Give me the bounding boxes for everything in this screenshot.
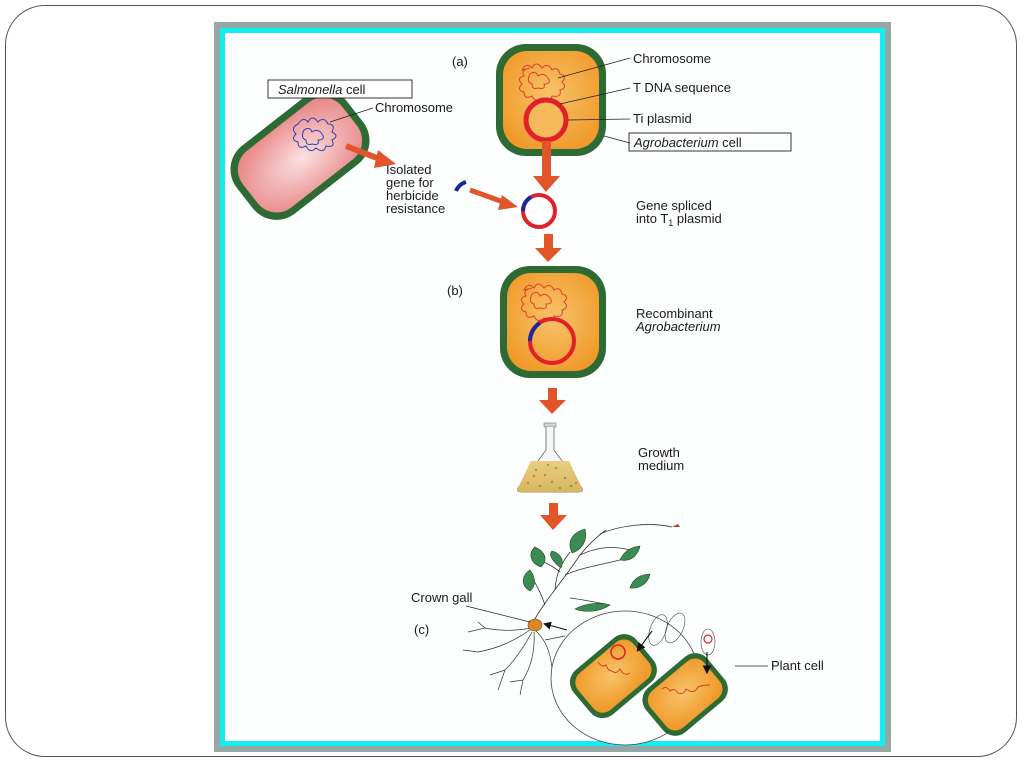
label-growth: Growth: [638, 445, 680, 460]
arrow-into-plant-cell-left: [636, 630, 653, 652]
plant-roots: [462, 621, 566, 696]
recombinant-chromosome: [520, 283, 568, 322]
label-gene-spliced-line1: Gene spliced: [636, 198, 712, 213]
herbicide-gene-fragment: [454, 180, 467, 192]
leader-chromosome-salmonella: [329, 107, 374, 123]
crown-gall: [527, 618, 543, 632]
plant-bud: [672, 524, 680, 527]
bacteria-sac: [664, 612, 686, 644]
spliced-gene-segment: [520, 195, 533, 212]
leaf: [569, 528, 587, 554]
label-isolated-gene-line3: herbicide: [386, 188, 439, 203]
label-recombinant-agrobacterium: Agrobacterium: [635, 319, 721, 334]
panel-a: (a) Chromosome T DNA sequence Ti plasmid…: [230, 44, 792, 229]
plant-leaves: [522, 528, 651, 612]
agrobacterium-label-box: [628, 132, 792, 152]
label-plant-cell: Plant cell: [771, 658, 824, 673]
label-ti-plasmid: Ti plasmid: [633, 111, 692, 126]
label-isolated-gene-line4: resistance: [386, 201, 445, 216]
panel-b: (b) Recombinant Agrobacterium: [447, 266, 721, 493]
recombinant-chromosome-coil: [529, 291, 552, 309]
arrow-gene-to-plasmid: [469, 187, 518, 210]
panel-b-tag: (b): [447, 283, 463, 298]
agrobacterium-chromosome: [518, 63, 566, 102]
leaf: [522, 569, 535, 592]
leaf: [530, 546, 546, 568]
arrow-recombinant-to-flask: [539, 388, 566, 414]
sac-plasmid: [703, 634, 713, 644]
label-tdna-sequence: T DNA sequence: [633, 80, 731, 95]
leaf: [629, 573, 651, 589]
salmonella-cytoplasm: [237, 97, 363, 213]
label-agrobacterium-cell: Agrobacterium cell: [633, 135, 742, 150]
salmonella-chromosome: [292, 117, 337, 152]
recombinant-gene-segment: [528, 321, 542, 342]
flask-rim: [543, 422, 557, 428]
leaf: [619, 545, 641, 561]
label-medium: medium: [638, 458, 684, 473]
leader-agro-cell: [603, 135, 631, 144]
label-recombinant: Recombinant: [636, 306, 713, 321]
label-crown-gall: Crown gall: [411, 590, 473, 605]
plant-stems: [529, 524, 673, 625]
leader-crown-gall: [465, 605, 531, 623]
panel-a-tag: (a): [452, 54, 468, 69]
label-gene-spliced-line2: into T1 plasmid: [636, 211, 722, 228]
leader-chromosome: [557, 57, 631, 79]
plant-cell-dna-left: [597, 661, 631, 675]
plant-cell-left: [569, 634, 657, 719]
plant-cell-dna-right: [661, 684, 711, 694]
flask-medium-speckles: [526, 463, 578, 490]
growth-medium-flask: [517, 422, 583, 493]
arrow-to-crown-gall: [543, 621, 568, 631]
leader-tdna: [559, 87, 631, 105]
bacteria-sac: [700, 628, 716, 656]
arrow-plasmid-to-recombinant: [535, 234, 562, 262]
arrow-flask-to-plant: [540, 503, 567, 530]
plant-cell-plasmid: [610, 644, 626, 660]
label-chromosome-agro: Chromosome: [633, 51, 711, 66]
leader-ti-plasmid: [567, 118, 631, 121]
salmonella-chromosome-coil: [301, 127, 324, 145]
panel-c: (c): [411, 524, 824, 746]
label-isolated-gene-line1: Isolated: [386, 162, 432, 177]
arrow-agro-to-plasmid: [533, 141, 560, 192]
recombinant-agrobacterium-cell: [500, 266, 606, 378]
leaf: [574, 603, 611, 612]
label-isolated-gene-line2: gene for: [386, 175, 434, 190]
label-chromosome-salmonella: Chromosome: [375, 100, 453, 115]
leaf: [550, 550, 563, 569]
agrobacterium-chromosome-coil: [527, 71, 550, 89]
panel-c-tag: (c): [414, 622, 429, 637]
label-salmonella-cell: Salmonella cell: [278, 82, 366, 97]
salmonella-cell: [230, 90, 370, 220]
flask-medium: [517, 461, 583, 492]
salmonella-label-box: [267, 79, 413, 99]
ti-plasmid: [523, 97, 569, 143]
agrobacterium-cell: [496, 44, 606, 156]
arrow-salmonella-to-gene: [344, 143, 396, 168]
